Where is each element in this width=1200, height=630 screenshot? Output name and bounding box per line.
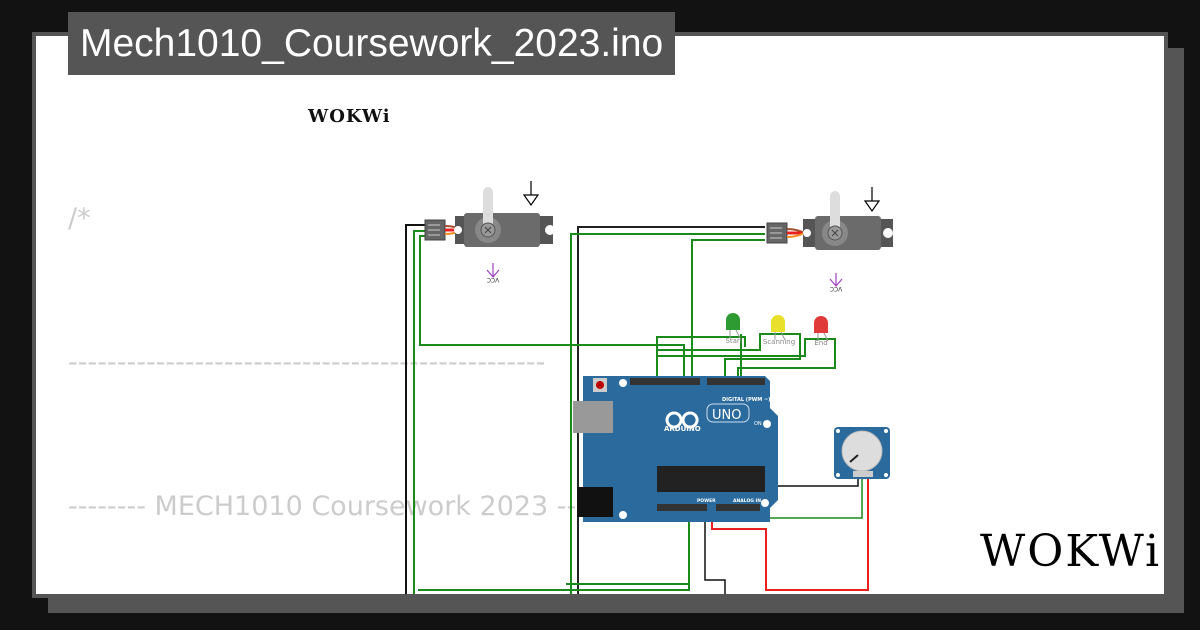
preview-card[interactable]: /* -------------------------------------… bbox=[32, 32, 1168, 598]
svg-text:Start: Start bbox=[725, 337, 742, 345]
led-scanning[interactable]: Scanning bbox=[763, 315, 795, 346]
svg-text:Scanning: Scanning bbox=[763, 338, 795, 346]
svg-text:ARDUINO: ARDUINO bbox=[664, 425, 701, 433]
led-end[interactable]: End bbox=[814, 316, 829, 347]
arduino-uno-board[interactable]: DIGITAL (PWM ~) ARDUINO UNO ON POWER ANA… bbox=[573, 376, 778, 522]
wokwi-logo-large: WOKWi bbox=[980, 526, 1161, 577]
project-title: Mech1010_Coursework_2023.ino bbox=[68, 12, 676, 75]
code-line: ----------------------------------------… bbox=[68, 347, 546, 378]
svg-text:UNO: UNO bbox=[712, 408, 741, 423]
svg-text:ON: ON bbox=[754, 421, 762, 427]
svg-text:End: End bbox=[814, 339, 827, 347]
led-start[interactable]: Start bbox=[725, 313, 743, 345]
code-line: /* bbox=[68, 203, 91, 234]
svg-text:ANALOG IN: ANALOG IN bbox=[733, 498, 761, 504]
servo-motor-1[interactable]: VCC bbox=[424, 181, 555, 283]
code-block: /* -------------------------------------… bbox=[68, 36, 1137, 594]
svg-text:VCC: VCC bbox=[487, 276, 499, 283]
servo-motor-2[interactable]: VCC bbox=[766, 187, 893, 292]
svg-text:DIGITAL (PWM ~): DIGITAL (PWM ~) bbox=[722, 397, 770, 403]
code-line: -------- MECH1010 Coursework 2023 ------… bbox=[68, 491, 635, 522]
potentiometer[interactable] bbox=[834, 427, 890, 479]
svg-text:VCC: VCC bbox=[830, 285, 842, 292]
svg-text:POWER: POWER bbox=[697, 498, 716, 504]
wokwi-logo-small: WOKWi bbox=[307, 106, 391, 127]
